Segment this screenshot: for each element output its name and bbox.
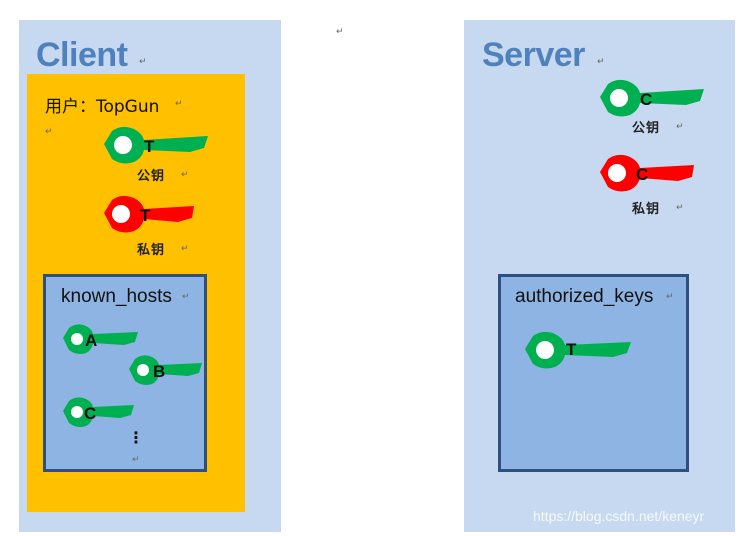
known-host-key-a-icon: A	[63, 324, 138, 354]
paragraph-mark: ↵	[336, 27, 344, 37]
paragraph-mark: ↵	[181, 170, 189, 180]
authorized-keys-label: authorized_keys	[515, 286, 654, 307]
paragraph-mark: ↵	[139, 57, 147, 67]
paragraph-mark: ↵	[175, 99, 183, 109]
client-private-key-icon: T	[104, 195, 194, 233]
server-public-key-caption: 公钥	[632, 121, 661, 136]
known-host-key-c-icon: C	[63, 397, 134, 427]
paragraph-mark: ↵	[182, 292, 190, 302]
client-private-key-caption: 私钥	[137, 243, 166, 258]
known-hosts-label: known_hosts	[61, 286, 172, 307]
more-ellipsis: ⋮	[128, 428, 144, 447]
watermark: https://blog.csdn.net/keneyr	[533, 508, 705, 524]
client-public-key-caption: 公钥	[137, 169, 166, 184]
client-title: Client	[36, 36, 128, 74]
paragraph-mark: ↵	[132, 455, 140, 465]
authorized-key-t-icon: T	[525, 331, 631, 369]
server-public-key-icon: C	[600, 79, 704, 117]
user-label: 用户：TopGun	[45, 97, 160, 117]
paragraph-mark: ↵	[676, 122, 684, 132]
paragraph-mark: ↵	[666, 292, 674, 302]
known-host-key-b-icon: B	[129, 355, 202, 385]
key-letter: C	[84, 404, 96, 423]
server-private-key-icon: C	[600, 154, 694, 192]
client-public-key-icon: T	[104, 126, 208, 164]
key-letter: T	[566, 340, 577, 359]
server-title: Server	[482, 36, 585, 74]
paragraph-mark: ↵	[676, 203, 684, 213]
key-letter: T	[140, 206, 151, 225]
paragraph-mark: ↵	[181, 244, 189, 254]
key-letter: C	[640, 90, 652, 109]
key-letter: C	[636, 165, 648, 184]
key-letter: A	[85, 331, 97, 350]
key-letter: B	[153, 362, 165, 381]
server-private-key-caption: 私钥	[632, 202, 661, 217]
paragraph-mark: ↵	[597, 57, 605, 67]
key-letter: T	[144, 137, 155, 156]
paragraph-mark: ↵	[45, 127, 53, 137]
authorized-keys-box	[498, 274, 689, 472]
